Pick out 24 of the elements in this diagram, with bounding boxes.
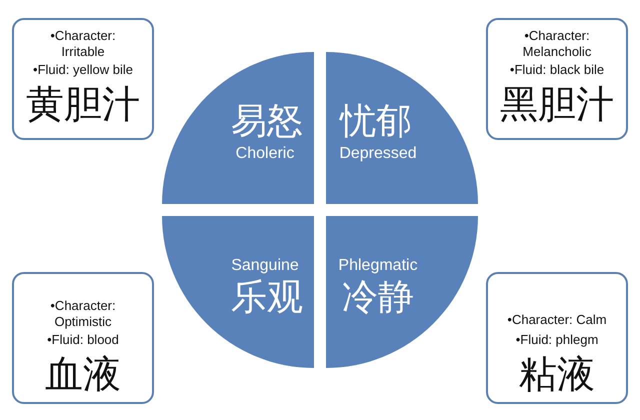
- quadrant-subtitle: Phlegmatic: [338, 256, 418, 276]
- term-label: 粘液: [519, 354, 595, 396]
- info-card: [486, 272, 628, 404]
- term-label: 血液: [45, 354, 121, 396]
- quadrant-title: 易怒: [231, 102, 303, 142]
- bullet-text: •Character: Optimistic: [50, 298, 116, 330]
- term-label: 黄胆汁: [26, 84, 140, 126]
- info-card: [12, 272, 154, 404]
- bullet-text: •Fluid: yellow bile: [33, 62, 133, 78]
- bullet-text: •Character: Melancholic: [522, 28, 592, 60]
- quadrant-title: 冷静: [342, 278, 414, 318]
- bullet-text: •Character: Irritable: [50, 28, 116, 60]
- quadrant-subtitle: Depressed: [339, 144, 417, 164]
- quadrant-subtitle: Choleric: [236, 144, 294, 164]
- quadrant-title: 乐观: [231, 278, 303, 318]
- info-card: [12, 18, 154, 140]
- bullet-text: •Fluid: black bile: [510, 62, 604, 78]
- quadrant-subtitle: Sanguine: [231, 256, 299, 276]
- term-label: 黑胆汁: [500, 84, 614, 126]
- info-card: [486, 18, 628, 140]
- bullet-text: •Character: Calm: [507, 312, 607, 328]
- bullet-text: •Fluid: blood: [47, 332, 119, 348]
- quadrant-title: 忧郁: [340, 102, 412, 142]
- bullet-text: •Fluid: phlegm: [516, 332, 598, 348]
